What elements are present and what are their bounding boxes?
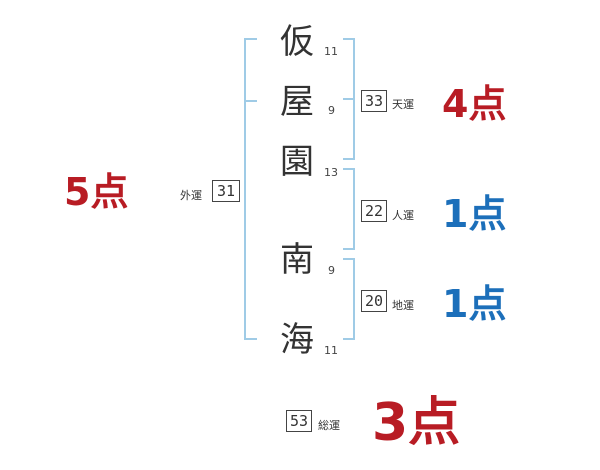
surname-char-1: 仮 bbox=[280, 22, 314, 62]
jinun-bracket-spine bbox=[353, 168, 355, 250]
jinun-bracket-bottom bbox=[343, 248, 355, 250]
jinun-points: 1点 bbox=[442, 192, 507, 236]
tenun-label: 天運 bbox=[392, 98, 414, 111]
gaiun-value-box: 31 bbox=[212, 180, 240, 202]
tenun-bracket-top bbox=[343, 38, 355, 40]
chiun-value-box: 20 bbox=[361, 290, 387, 312]
souun-points: 3点 bbox=[372, 393, 461, 453]
chiun-bracket-top bbox=[343, 258, 355, 260]
tenun-bracket-tick bbox=[343, 98, 355, 100]
tenun-points: 4点 bbox=[442, 82, 507, 126]
surname-strokes-2: 9 bbox=[328, 104, 335, 117]
jinun-bracket-top bbox=[343, 168, 355, 170]
surname-char-2: 屋 bbox=[280, 82, 314, 122]
gaiun-label: 外運 bbox=[180, 189, 202, 202]
chiun-bracket-bottom bbox=[343, 338, 355, 340]
tenun-bracket-bottom bbox=[343, 158, 355, 160]
outer-bracket-top bbox=[244, 38, 257, 40]
given-char-2: 海 bbox=[280, 320, 314, 360]
souun-label: 総運 bbox=[318, 419, 340, 432]
chiun-points: 1点 bbox=[442, 282, 507, 326]
jinun-label: 人運 bbox=[392, 209, 414, 222]
outer-bracket-bottom bbox=[244, 338, 257, 340]
souun-value-box: 53 bbox=[286, 410, 312, 432]
given-strokes-2: 11 bbox=[324, 344, 338, 357]
surname-strokes-3: 13 bbox=[324, 166, 338, 179]
chiun-bracket-spine bbox=[353, 258, 355, 340]
outer-bracket-spine bbox=[244, 38, 246, 340]
outer-bracket-tick bbox=[244, 100, 257, 102]
given-strokes-1: 9 bbox=[328, 264, 335, 277]
jinun-value-box: 22 bbox=[361, 200, 387, 222]
chiun-label: 地運 bbox=[392, 299, 414, 312]
surname-strokes-1: 11 bbox=[324, 45, 338, 58]
given-char-1: 南 bbox=[280, 240, 314, 280]
surname-char-3: 園 bbox=[280, 142, 314, 182]
tenun-value-box: 33 bbox=[361, 90, 387, 112]
gaiun-points: 5点 bbox=[64, 170, 129, 214]
